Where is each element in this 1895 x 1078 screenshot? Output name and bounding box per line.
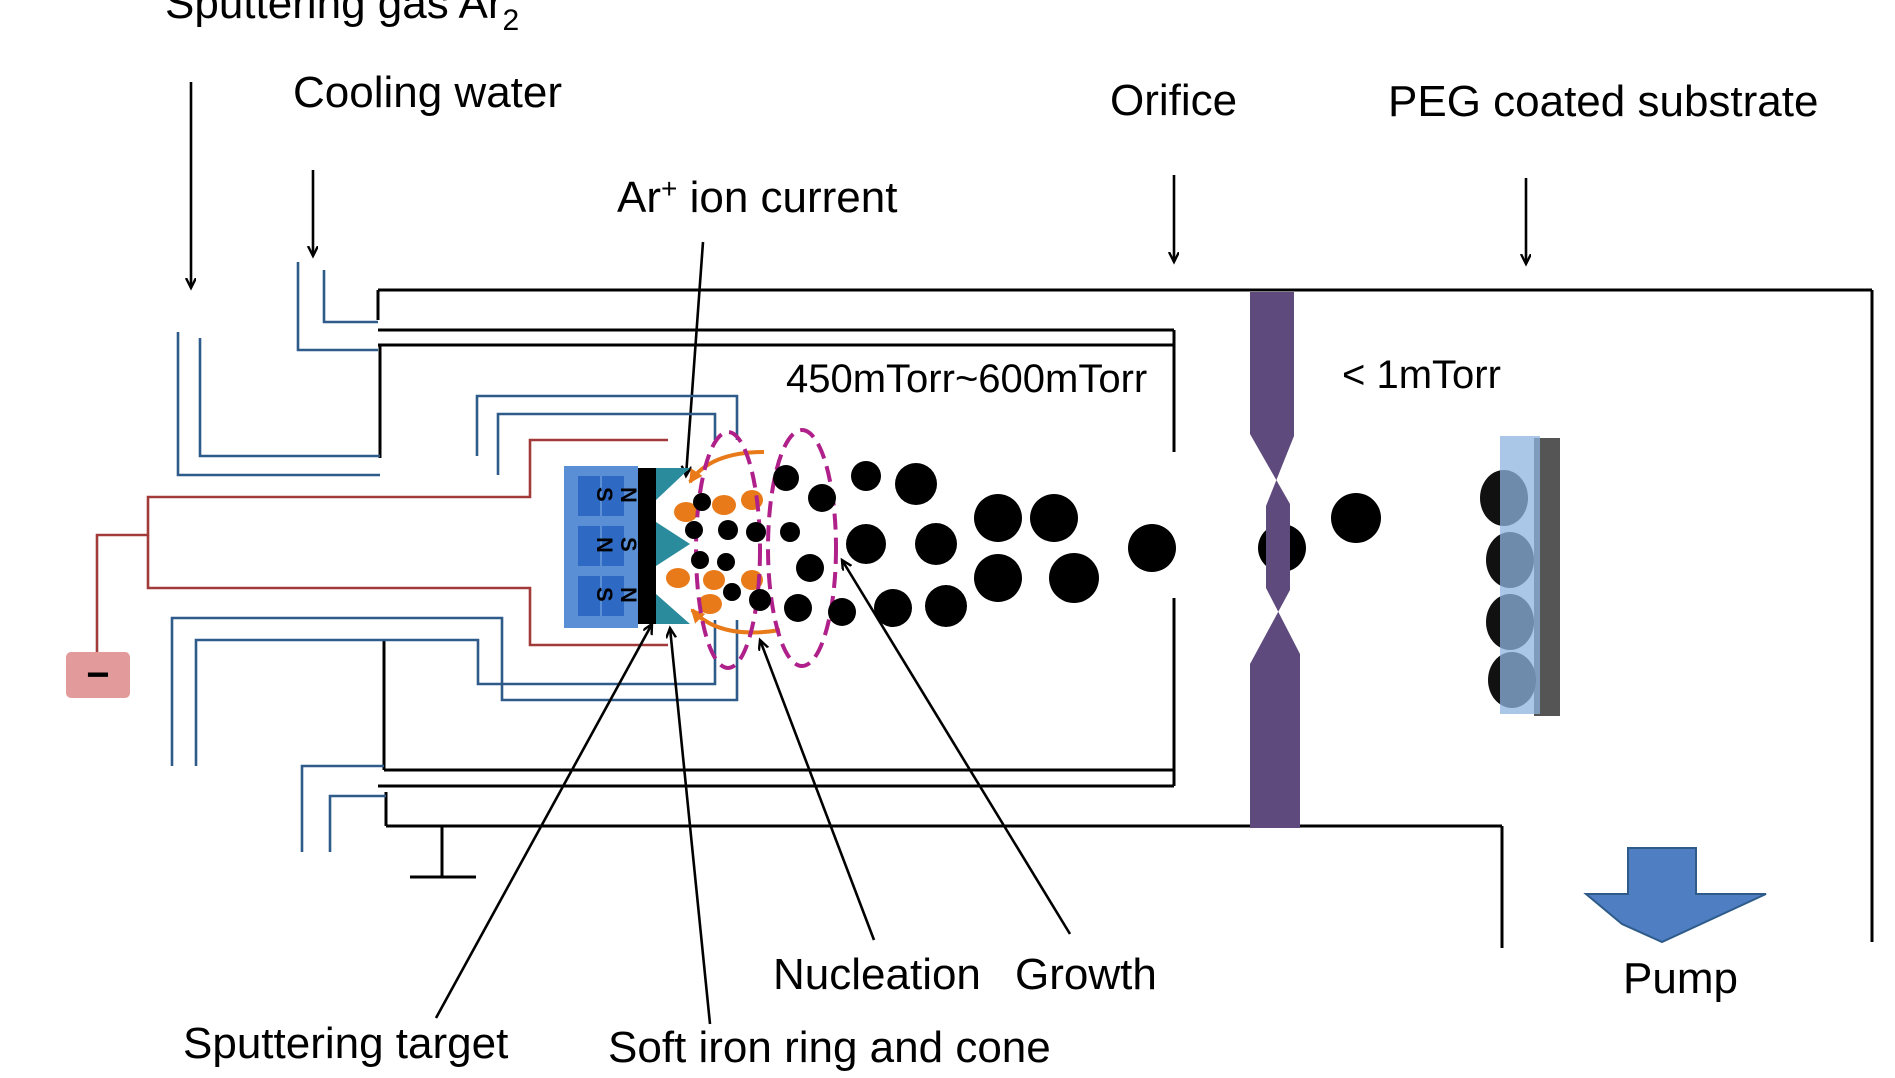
- sputtering-target-arrow: [434, 624, 652, 1019]
- nucleation-zone: [694, 430, 762, 670]
- peg-coated-substrate: [1500, 436, 1540, 714]
- ion-flow-arrow-bottom: [690, 608, 781, 635]
- nucleation-arrow: [760, 640, 876, 941]
- magnet-pole-2b: S: [616, 537, 641, 552]
- ion-flow-arrow-top: [688, 450, 765, 484]
- soft-iron-cone: [656, 468, 690, 624]
- cooling-lines: [170, 262, 739, 852]
- sputtering-target-label: Sputtering target: [183, 1019, 508, 1068]
- magnet-pole-2a: N: [592, 537, 617, 553]
- soft-iron-label: Soft iron ring and cone: [608, 1023, 1051, 1072]
- growth-label: Growth: [1015, 950, 1157, 999]
- peg-substrate-label: PEG coated substrate: [1388, 77, 1818, 126]
- sputtering-gas-label: Sputtering gas Ar2: [165, 0, 519, 37]
- magnet-pole-3b: N: [616, 587, 641, 603]
- ar-ion-current-label: Ar+ ion current: [617, 173, 897, 222]
- soft-iron-arrow: [670, 628, 712, 1025]
- growth-zone: [766, 428, 838, 668]
- ar-ion-arrow: [686, 241, 705, 476]
- magnet-pole-1b: N: [616, 487, 641, 503]
- magnet-assembly: [564, 466, 638, 628]
- magnet-pole-3a: S: [592, 587, 617, 602]
- sputtering-target: [638, 468, 656, 624]
- ground-icon: [410, 826, 476, 879]
- orifice-plate: [1250, 292, 1300, 828]
- cooling-water-label: Cooling water: [293, 68, 562, 117]
- minus-icon: [66, 652, 130, 698]
- outer-chamber: [376, 288, 1874, 948]
- nucleation-label: Nucleation: [773, 950, 981, 999]
- negative-terminal-sign: −: [86, 653, 109, 697]
- vacuum-pressure-label: < 1mTorr: [1342, 353, 1501, 397]
- growth-arrow: [842, 560, 1072, 935]
- ion-cloud: [666, 490, 763, 614]
- pump-label: Pump: [1623, 954, 1738, 1003]
- down-arrow-icon: [1583, 847, 1767, 944]
- orifice-label: Orifice: [1110, 76, 1237, 125]
- electrode-lines: [95, 438, 668, 658]
- chamber-pressure-label: 450mTorr~600mTorr: [786, 357, 1147, 401]
- magnet-pole-1a: S: [592, 487, 617, 502]
